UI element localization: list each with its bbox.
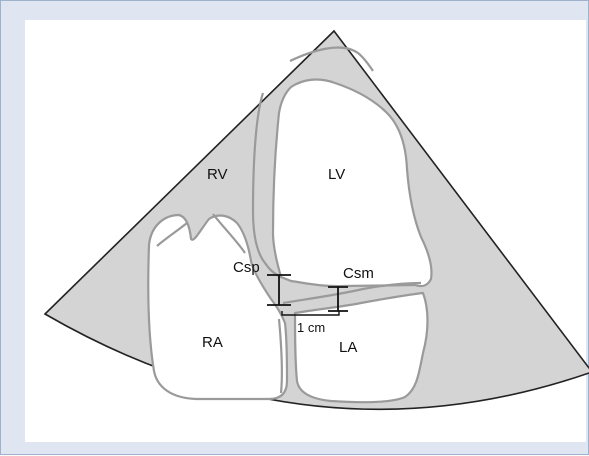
csm-label: Csm bbox=[343, 265, 374, 282]
la-label: LA bbox=[339, 339, 357, 356]
left-atrium-cavity bbox=[295, 293, 428, 402]
lv-label: LV bbox=[328, 166, 345, 183]
csp-label: Csp bbox=[233, 259, 260, 276]
scale-label: 1 cm bbox=[297, 320, 325, 335]
left-ventricle-cavity bbox=[273, 80, 432, 287]
rv-label: RV bbox=[207, 166, 228, 183]
ra-label: RA bbox=[202, 334, 223, 351]
